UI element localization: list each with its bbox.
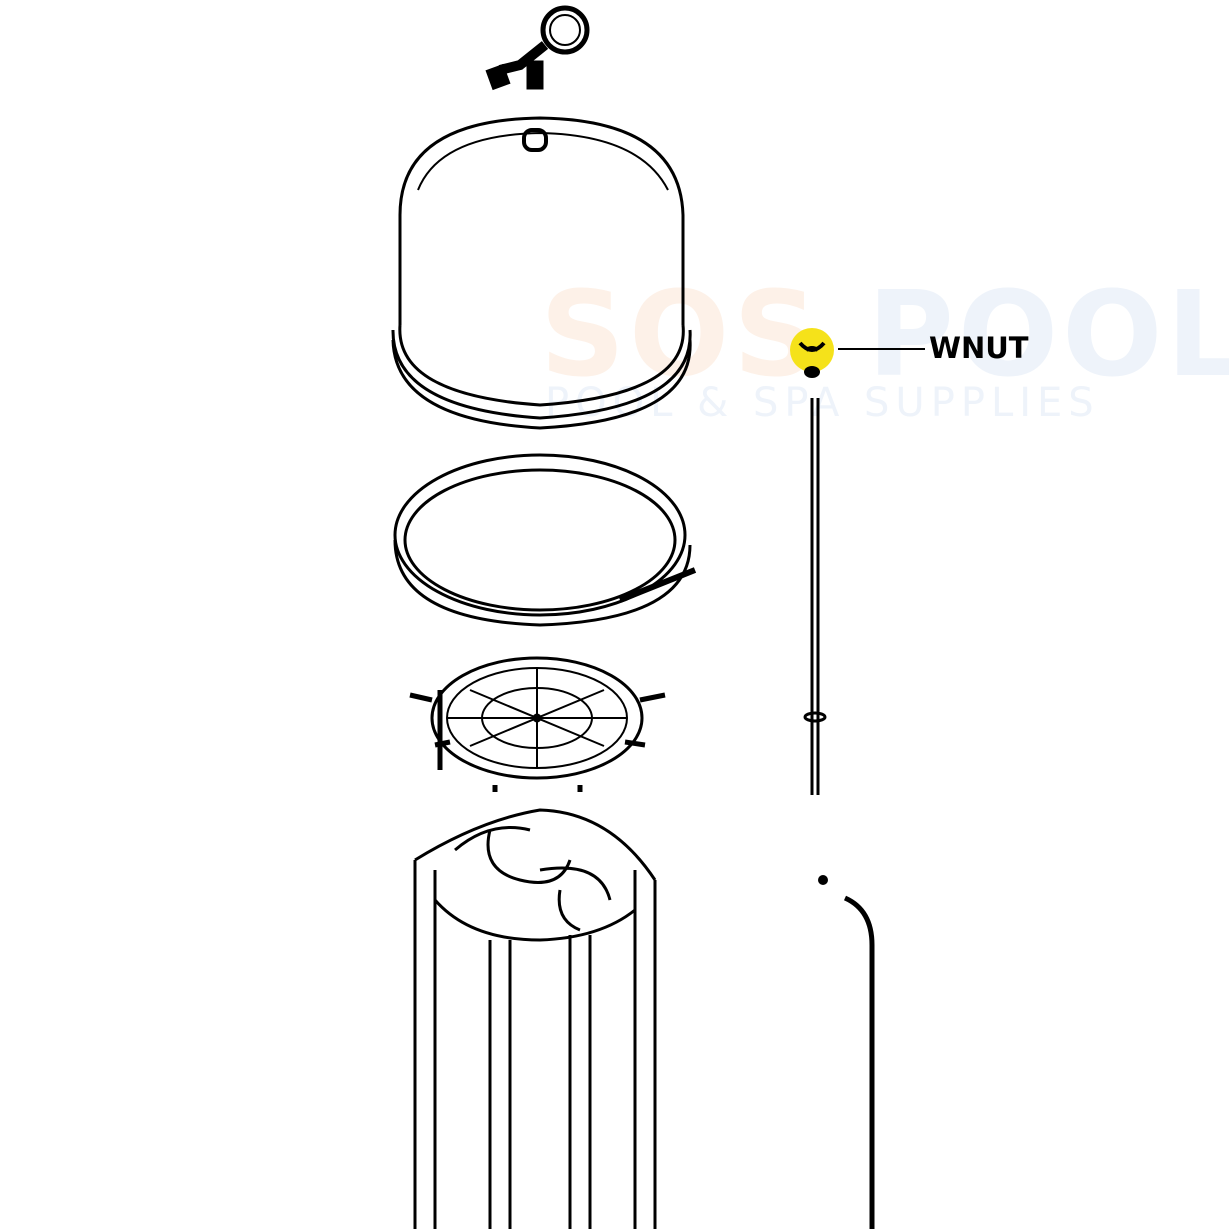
clamp-ring <box>393 453 697 627</box>
watermark-brand-2: POOL <box>867 265 1229 403</box>
wing-nut-highlight <box>790 328 925 378</box>
filter-element <box>413 808 657 1229</box>
watermark-logo: SOS POOL <box>540 265 1229 403</box>
lateral-assembly <box>409 656 666 792</box>
tie-rod <box>803 398 827 795</box>
standpipe <box>818 875 875 1229</box>
washer <box>804 366 820 378</box>
part-label-wnut: WNUT <box>929 331 1029 365</box>
pressure-gauge <box>485 5 590 91</box>
tank-lid <box>391 116 692 430</box>
